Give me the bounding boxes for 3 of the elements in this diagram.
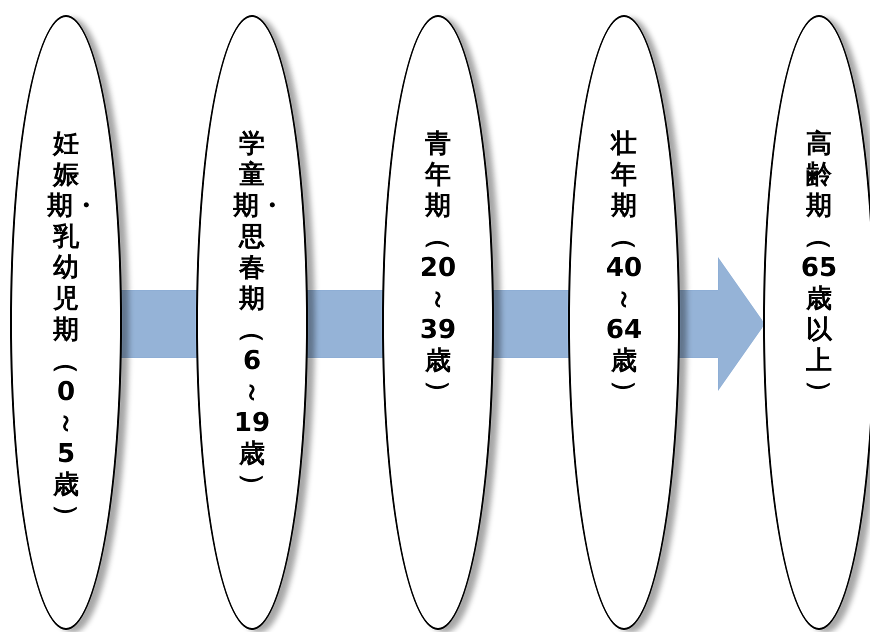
stage-label: 高齢期（65歳以上） (800, 129, 838, 408)
stage-label: 青年期（20～39歳） (419, 129, 457, 408)
stage-label: 壮年期（40～64歳） (605, 129, 643, 408)
